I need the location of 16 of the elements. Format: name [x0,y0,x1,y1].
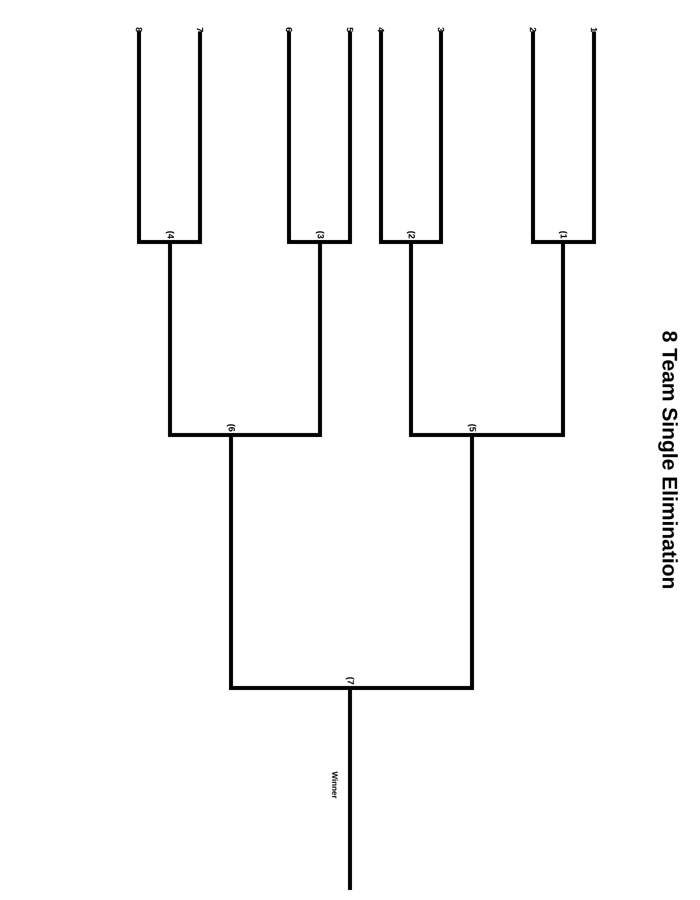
seed-number: 4 [378,27,384,32]
seed-number: 3 [438,27,444,32]
match-number: (7 [346,677,354,684]
match-number: (2 [406,231,416,238]
edge-label: Winner [332,771,338,798]
seed-number: 1 [590,28,598,32]
match-number: (1 [558,231,568,239]
match-number: (4 [166,231,174,239]
match-number: (5 [468,424,476,432]
seed-number: 2 [530,28,536,32]
match-number: (3 [316,231,324,238]
match-number: (6 [226,424,236,432]
seed-number: 7 [196,28,204,32]
title: 8 Team Single Elimination [658,331,678,588]
seed-number: 6 [286,28,292,32]
bracket-line [348,686,352,890]
